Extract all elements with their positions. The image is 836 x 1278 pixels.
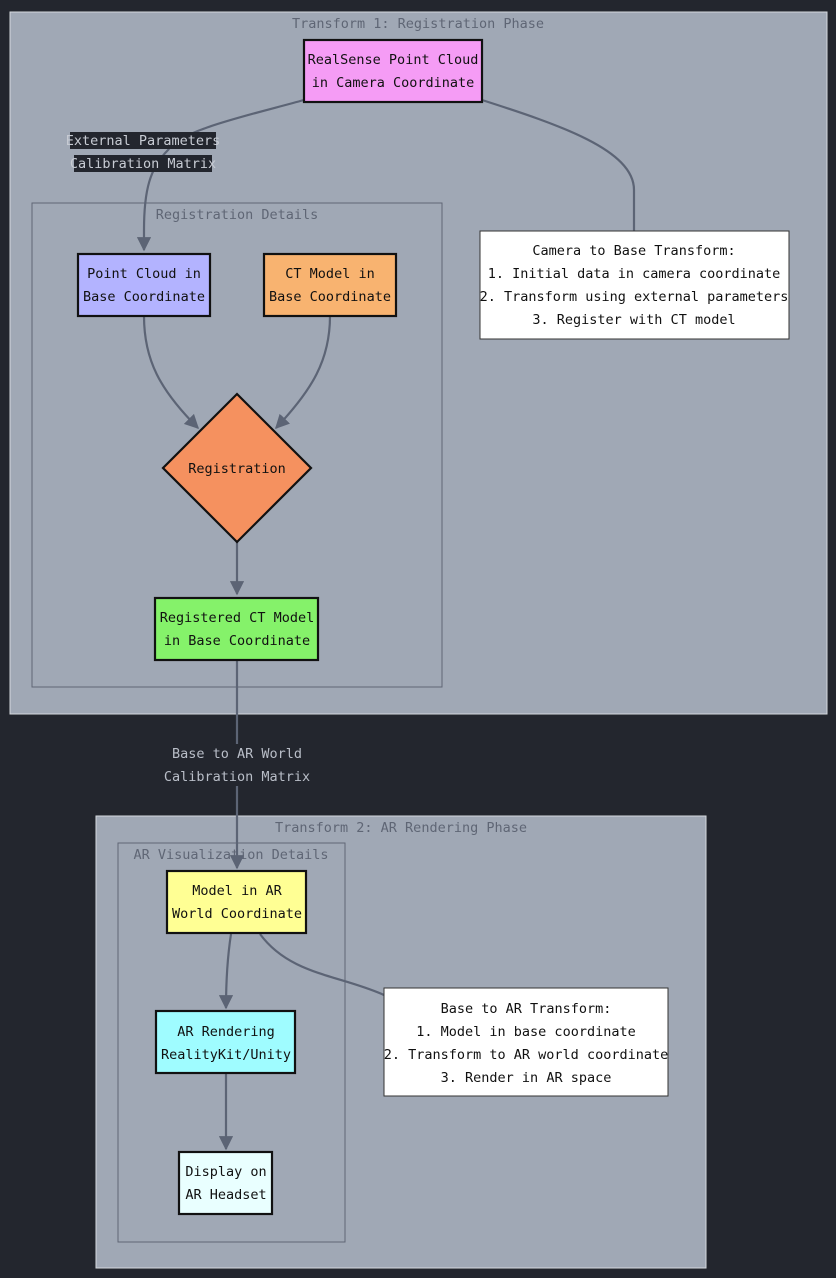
node-label-line: Model in AR (192, 883, 282, 899)
node-label-line: CT Model in (285, 266, 374, 282)
edge-realsense-to-pointcloud (136, 98, 305, 252)
note-base-to-ar: Base to AR Transform: 1. Model in base c… (383, 987, 669, 1097)
node-label-line: Display on (185, 1164, 266, 1180)
node-label-line: RealityKit/Unity (161, 1047, 291, 1063)
node-model-ar-world: Model in AR World Coordinate (165, 869, 308, 935)
note-camera-to-base: Camera to Base Transform: 1. Initial dat… (479, 230, 790, 340)
note-line: 3. Render in AR space (441, 1070, 612, 1086)
cluster-ar-details: AR Visualization Details (117, 842, 346, 1243)
node-label-line: Registration (188, 461, 286, 477)
node-label-line: Registered CT Model (160, 610, 314, 626)
edge-label-base-to-ar-world: Base to AR World Calibration Matrix (164, 744, 310, 786)
cluster-transform-1-title: Transform 1: Registration Phase (292, 16, 544, 32)
node-label-line: AR Rendering (177, 1024, 275, 1040)
edge-realsense-to-note (481, 98, 636, 232)
node-label-line: AR Headset (185, 1187, 266, 1203)
node-label-line: in Camera Coordinate (312, 75, 475, 91)
node-label-line: RealSense Point Cloud (308, 52, 479, 68)
edge-model-ar-to-note (259, 933, 385, 997)
edge-ctmodel-to-registration (275, 315, 332, 430)
note-line: 3. Register with CT model (532, 312, 735, 328)
cluster-registration-details-title: Registration Details (156, 207, 319, 223)
note-line: Camera to Base Transform: (532, 243, 735, 259)
edge-model-ar-to-rendering (218, 933, 234, 1010)
node-label-line: World Coordinate (172, 906, 302, 922)
note-line: 2. Transform to AR world coordinate (384, 1047, 668, 1063)
note-line: Base to AR Transform: (441, 1001, 612, 1017)
node-ct-model-base: CT Model in Base Coordinate (262, 252, 398, 318)
node-label-line: Base Coordinate (269, 289, 391, 305)
edge-label-line: External Parameters (66, 133, 220, 149)
cluster-ar-details-title: AR Visualization Details (133, 847, 328, 863)
note-line: 1. Model in base coordinate (416, 1024, 635, 1040)
cluster-transform-2-title: Transform 2: AR Rendering Phase (275, 820, 527, 836)
node-registered-ct-model: Registered CT Model in Base Coordinate (153, 596, 320, 662)
edge-label-line: Calibration Matrix (70, 156, 216, 172)
node-label-line: Base Coordinate (83, 289, 205, 305)
cluster-transform-1: Transform 1: Registration Phase (9, 11, 828, 715)
node-ar-rendering: AR Rendering RealityKit/Unity (154, 1009, 297, 1075)
node-display-headset: Display on AR Headset (177, 1150, 274, 1216)
node-realsense-point-cloud: RealSense Point Cloud in Camera Coordina… (302, 38, 484, 104)
note-line: 1. Initial data in camera coordinate (488, 266, 781, 282)
edge-pointcloud-to-registration (142, 315, 200, 430)
edge-label-external-params: External Parameters Calibration Matrix (66, 132, 220, 172)
node-registration-decision: Registration (161, 392, 313, 544)
node-label-line: in Base Coordinate (164, 633, 310, 649)
edge-label-line: Calibration Matrix (164, 769, 310, 785)
node-label-line: Point Cloud in (87, 266, 201, 282)
edge-label-line: Base to AR World (172, 746, 302, 762)
node-point-cloud-base: Point Cloud in Base Coordinate (76, 252, 212, 318)
note-line: 2. Transform using external parameters (480, 289, 789, 305)
